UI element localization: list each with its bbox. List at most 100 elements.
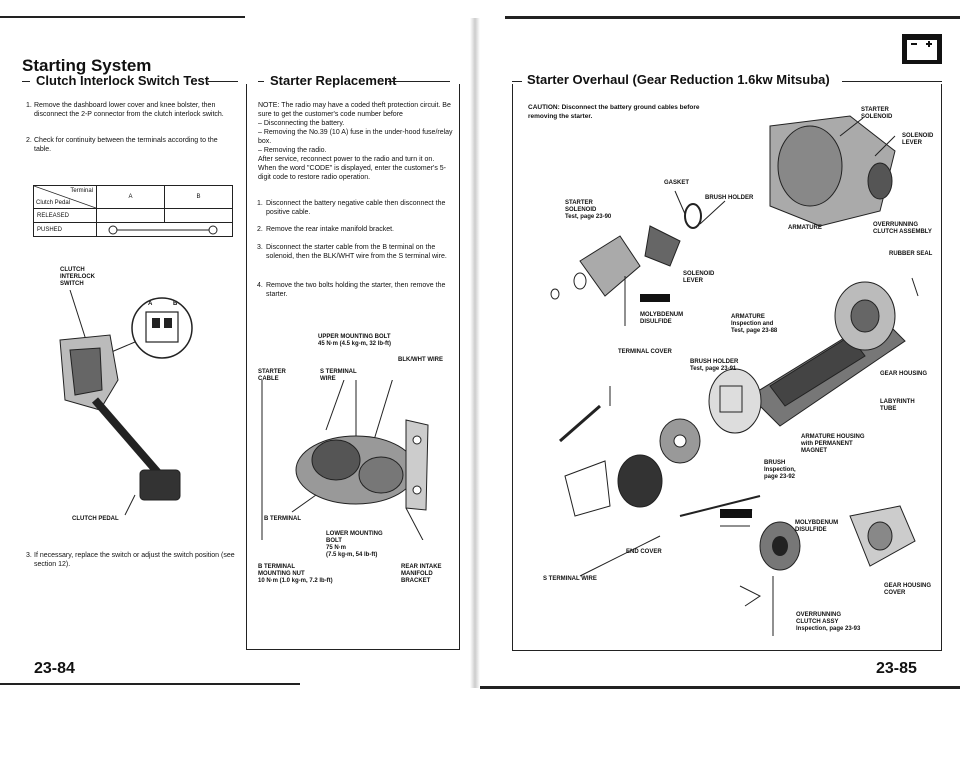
replacement-step-3: 3. Disconnect the starter cable from the… <box>257 243 454 261</box>
column-header: A <box>96 185 165 209</box>
starter-replacement-illustration <box>261 380 429 540</box>
heading-rule <box>208 81 238 82</box>
molybdenum-label-1: MOLYBDENUM DISULFIDE <box>640 312 684 325</box>
armature-label: ARMATURE <box>788 225 822 231</box>
row-label: RELEASED <box>33 208 97 223</box>
step-text: Remove the two bolts holding the starter… <box>266 282 446 298</box>
corner-diagonal <box>34 186 96 208</box>
gasket-label: GASKET <box>664 180 690 186</box>
labyrinth-tube-label: LABYRINTH TUBE <box>880 399 915 412</box>
table-cell <box>96 208 165 223</box>
step-text: Disconnect the starter cable from the B … <box>266 244 447 260</box>
step-number: 1. <box>26 102 32 109</box>
b-terminal-label: B TERMINAL <box>264 516 301 522</box>
continuity-mark <box>96 222 233 237</box>
solenoid-lever-label: SOLENOID LEVER <box>683 271 715 284</box>
step-text: Remove the rear intake manifold bracket. <box>266 226 395 233</box>
heading-rule <box>22 81 30 82</box>
end-cover-label: END COVER <box>626 549 662 555</box>
table-row: RELEASED <box>33 208 233 223</box>
replacement-step-4: 4. Remove the two bolts holding the star… <box>257 281 454 299</box>
corner-bottom-label: Clutch Pedal <box>36 200 71 206</box>
heading-rule <box>258 81 264 82</box>
page-number-left: 23-84 <box>34 660 75 677</box>
replacement-step-2: 2. Remove the rear intake manifold brack… <box>257 225 454 234</box>
continuity-line-icon <box>108 225 218 235</box>
molybdenum-label-2: MOLYBDENUM DISULFIDE <box>795 520 839 533</box>
terminal-cover-label: TERMINAL COVER <box>618 349 672 355</box>
s-terminal-wire-label: S TERMINAL WIRE <box>543 576 597 582</box>
radio-note: NOTE: The radio may have a coded theft p… <box>258 102 453 181</box>
step-number: 3. <box>257 244 263 251</box>
column-rule <box>246 649 460 650</box>
clutch-step-1: 1. Remove the dashboard lower cover and … <box>26 101 236 119</box>
step-text: If necessary, replace the switch or adju… <box>34 552 235 568</box>
armature-housing-label: ARMATURE HOUSING with PERMANENT MAGNET <box>801 434 865 454</box>
clutch-step-3: 3. If necessary, replace the switch or a… <box>26 551 239 569</box>
lower-bolt-label: LOWER MOUNTING BOLT 75 N·m (7.5 kg-m, 54… <box>326 531 383 558</box>
step-number: 4. <box>257 282 263 289</box>
table-cell <box>164 208 233 223</box>
upper-bolt-label: UPPER MOUNTING BOLT 45 N·m (4.5 kg-m, 32… <box>318 334 392 347</box>
clutch-pedal-illustration <box>59 290 193 516</box>
b-terminal-nut-label: B TERMINAL MOUNTING NUT 10 N·m (1.0 kg-m… <box>258 564 333 584</box>
step-number: 2. <box>257 226 263 233</box>
solenoid-lever-top-label: SOLENOID LEVER <box>902 133 934 146</box>
page-number-right: 23-85 <box>876 660 917 677</box>
frame-rule <box>512 84 513 650</box>
starter-overhaul-heading: Starter Overhaul (Gear Reduction 1.6kw M… <box>527 72 830 87</box>
step-number: 1. <box>257 200 263 207</box>
rubber-seal-label: RUBBER SEAL <box>889 251 933 257</box>
gear-housing-label: GEAR HOUSING <box>880 371 928 377</box>
starter-cable-label: STARTER CABLE <box>258 369 286 382</box>
blk-wht-label: BLK/WHT WIRE <box>398 357 443 363</box>
bracket-label: BRACKET <box>723 510 753 516</box>
bottom-rule-left <box>0 683 300 685</box>
step-text: Remove the dashboard lower cover and kne… <box>34 102 224 118</box>
starter-exploded-view <box>550 115 919 636</box>
starter-solenoid-top-label: STARTER SOLENOID <box>861 107 893 120</box>
corner-top-label: Terminal <box>70 188 93 194</box>
brush-label: BRUSH Inspection, page 23-92 <box>764 460 796 480</box>
clutch-switch-label: CLUTCH INTERLOCK SWITCH <box>60 267 95 287</box>
clutch-test-heading: Clutch Interlock Switch Test <box>36 73 210 88</box>
top-rule-right <box>505 16 960 19</box>
frame-rule <box>512 650 942 651</box>
bottom-rule-right <box>480 686 960 689</box>
rear-intake-label: REAR INTAKE MANIFOLD BRACKET <box>401 564 442 584</box>
overrunning-clutch-assy-label: OVERRUNNING CLUTCH ASSY Inspection, page… <box>796 612 861 632</box>
brush-holder-label: BRUSH HOLDER <box>705 195 754 201</box>
table-corner: Terminal Clutch Pedal <box>33 185 97 209</box>
book-spine <box>470 18 480 688</box>
column-header: B <box>164 185 233 209</box>
replacement-step-1: 1. Disconnect the battery negative cable… <box>257 199 454 217</box>
top-rule-left <box>0 16 245 18</box>
battery-icon <box>902 34 942 64</box>
page-title: Starting System <box>22 56 152 75</box>
column-rule <box>459 84 460 649</box>
step-number: 3. <box>26 552 32 559</box>
step-number: 2. <box>26 137 32 144</box>
table-row: PUSHED <box>33 222 233 237</box>
pin-b-label: B <box>173 301 178 307</box>
pin-a-label: A <box>148 301 153 307</box>
overrunning-clutch-assembly-label: OVERRUNNING CLUTCH ASSEMBLY <box>873 222 932 235</box>
caution-text: CAUTION: Disconnect the battery ground c… <box>528 104 700 120</box>
column-rule <box>246 84 247 649</box>
armature-inspection-label: ARMATURE Inspection and Test, page 23-88 <box>731 314 778 334</box>
heading-rule <box>842 81 942 82</box>
step-text: Disconnect the battery negative cable th… <box>266 200 446 216</box>
s-terminal-label: S TERMINAL WIRE <box>320 369 357 382</box>
frame-rule <box>941 84 942 650</box>
heading-rule <box>388 81 450 82</box>
row-label: PUSHED <box>33 222 97 237</box>
brush-holder-test-label: BRUSH HOLDER Test, page 23-91 <box>690 359 739 372</box>
step-text: Check for continuity between the termina… <box>34 137 218 153</box>
continuity-table: Terminal Clutch Pedal A B RELEASED PUSHE… <box>33 185 233 237</box>
gear-housing-cover-label: GEAR HOUSING COVER <box>884 583 932 596</box>
clutch-pedal-label: CLUTCH PEDAL <box>72 516 119 522</box>
heading-rule <box>512 81 522 82</box>
clutch-step-2: 2. Check for continuity between the term… <box>26 136 236 154</box>
starter-replacement-heading: Starter Replacement <box>270 73 397 88</box>
starter-solenoid-test-label: STARTER SOLENOID Test, page 23-90 <box>565 200 612 220</box>
